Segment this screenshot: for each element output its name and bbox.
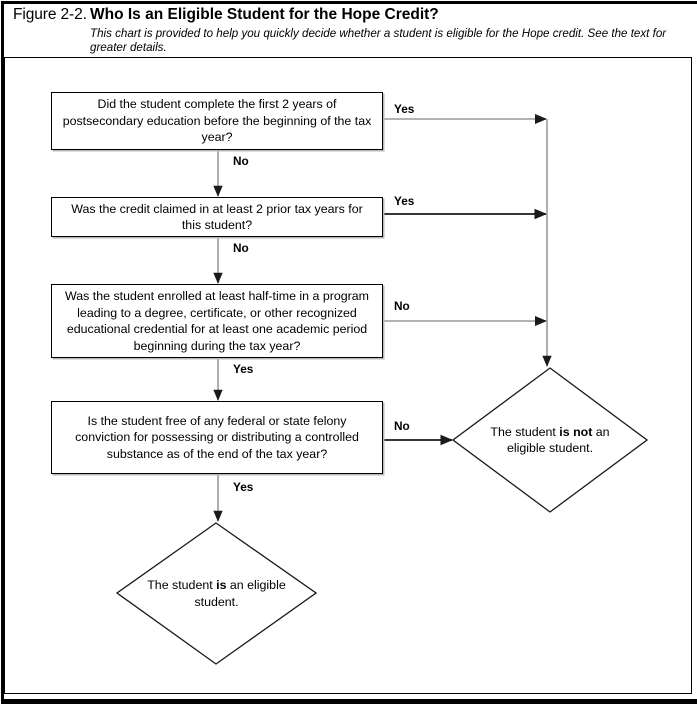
outcome-not-eligible: The student is not an eligible student. bbox=[452, 367, 648, 513]
diamond-shape-not-eligible bbox=[452, 367, 648, 513]
question-box-3: Was the student enrolled at least half-t… bbox=[51, 284, 383, 358]
question-box-4: Is the student free of any federal or st… bbox=[51, 401, 383, 474]
branch-label-q2-no: No bbox=[233, 241, 249, 255]
branch-label-q3-yes: Yes bbox=[233, 362, 254, 376]
page-top-rule bbox=[4, 1, 697, 4]
outcome-not-eligible-emphasis: is not bbox=[559, 424, 593, 439]
figure-title: Who Is an Eligible Student for the Hope … bbox=[90, 6, 439, 23]
outcome-not-eligible-lead: The student bbox=[490, 424, 560, 439]
branch-label-q1-no: No bbox=[233, 154, 249, 168]
branch-label-q2-yes: Yes bbox=[394, 194, 415, 208]
outcome-not-eligible-text: The student is not an eligible student. bbox=[479, 367, 620, 513]
question-box-2: Was the credit claimed in at least 2 pri… bbox=[51, 197, 383, 237]
figure-subtitle: This chart is provided to help you quick… bbox=[90, 27, 667, 54]
branch-label-q1-yes: Yes bbox=[394, 102, 415, 116]
outcome-eligible-lead: The student bbox=[147, 578, 217, 592]
outcome-eligible-text: The student is an eligible student. bbox=[144, 522, 289, 665]
question-box-1: Did the student complete the first 2 yea… bbox=[51, 92, 383, 150]
figure-label: Figure 2-2. bbox=[13, 6, 87, 23]
figure-frame bbox=[4, 57, 692, 694]
branch-label-q4-no: No bbox=[394, 419, 410, 433]
diamond-shape-eligible bbox=[116, 522, 317, 665]
page-left-rule bbox=[1, 1, 4, 701]
outcome-eligible-tail: an eligible student. bbox=[194, 578, 286, 609]
outcome-not-eligible-tail: an eligible student. bbox=[506, 424, 610, 456]
branch-label-q4-yes: Yes bbox=[233, 480, 254, 494]
branch-label-q3-no: No bbox=[394, 299, 410, 313]
page-bottom-rule bbox=[1, 699, 697, 704]
outcome-eligible: The student is an eligible student. bbox=[116, 522, 317, 665]
outcome-eligible-emphasis: is bbox=[216, 578, 227, 592]
